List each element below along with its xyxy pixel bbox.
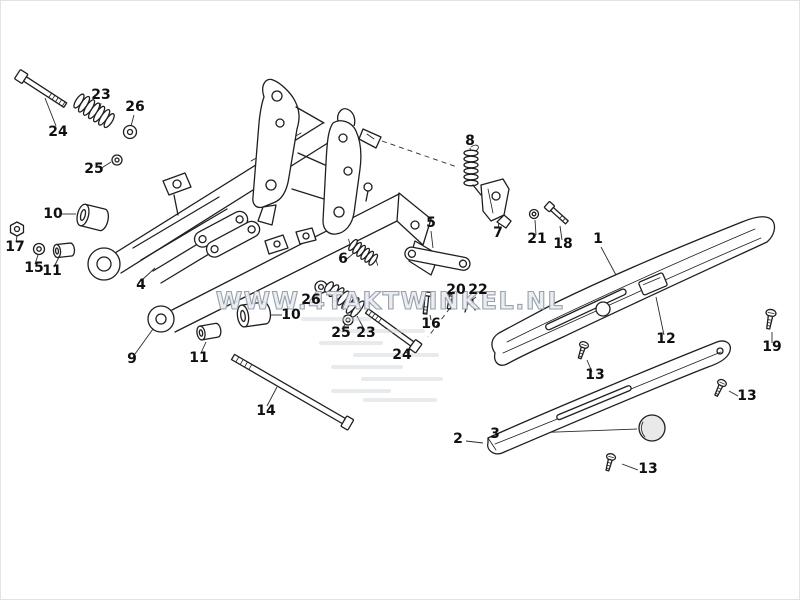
part-label-26: 26 — [125, 99, 144, 115]
faded-background-text — [301, 317, 443, 402]
part-label-2: 2 — [453, 431, 463, 447]
spring-6 — [348, 238, 379, 266]
part-label-16: 16 — [421, 316, 440, 332]
part-label-12: 12 — [656, 331, 675, 347]
mount-plate-right — [322, 108, 362, 235]
stud — [363, 182, 373, 202]
pin-20 — [446, 293, 455, 310]
guard-emblem-12 — [638, 272, 668, 296]
guard-mount-bracket-a — [264, 234, 289, 255]
part-label-17: 17 — [5, 239, 24, 255]
part-label-1: 1 — [593, 231, 603, 247]
bolt-16 — [422, 291, 432, 315]
clip-22 — [464, 297, 476, 313]
cross-brace-plate-2 — [205, 220, 261, 258]
screw-19 — [765, 308, 777, 330]
part-label-10: 10 — [43, 206, 63, 222]
screw-13-b — [714, 378, 727, 397]
washer-25-left — [111, 154, 123, 166]
guard-bracket-7 — [480, 178, 512, 229]
part-label-11-2: 11 — [189, 350, 208, 366]
bolt-18 — [543, 201, 569, 225]
part-label-24-2: 24 — [392, 347, 412, 363]
chain-guard-lower — [487, 340, 731, 455]
part-label-22: 22 — [468, 282, 487, 298]
collar-10-left — [76, 203, 109, 232]
footpeg-bolt-left — [14, 69, 68, 108]
chain-guide-bracket — [162, 172, 192, 216]
bushing-11-left — [52, 242, 76, 259]
pivot-boss-left — [87, 247, 121, 281]
footpeg-rubber-left — [73, 93, 115, 129]
spring-8 — [463, 144, 482, 196]
part-label-25: 25 — [84, 161, 103, 177]
part-label-11: 11 — [42, 263, 61, 279]
part-label-15: 15 — [24, 260, 43, 276]
screw-13-a — [577, 341, 590, 360]
collar-10-right — [236, 301, 272, 328]
part-label-13-2: 13 — [737, 388, 756, 404]
washer-25-center — [342, 314, 354, 326]
part-label-19: 19 — [762, 339, 781, 355]
part-label-10-2: 10 — [281, 307, 301, 323]
guard-clip — [358, 128, 382, 149]
guard-hole — [595, 301, 611, 317]
part-label-7: 7 — [493, 225, 503, 241]
mount-plate-left — [252, 78, 300, 226]
pivot-boss-lower — [147, 305, 175, 333]
dashed-reference-lines — [381, 140, 458, 338]
washer-21 — [528, 208, 540, 220]
part-label-23: 23 — [91, 87, 110, 103]
swingarm-assembly — [87, 78, 440, 333]
part-label-24: 24 — [48, 124, 68, 140]
part-label-25-2: 25 — [331, 325, 350, 341]
part-label-20: 20 — [446, 282, 466, 298]
part-label-13-3: 13 — [638, 461, 657, 477]
guard-slot — [545, 288, 627, 331]
footpeg-rubber-center — [323, 281, 365, 318]
part-label-14: 14 — [256, 403, 276, 419]
guard-cap-3 — [638, 414, 666, 442]
part-label-23-2: 23 — [356, 325, 375, 341]
washer-26-left — [122, 124, 138, 140]
part-label-8: 8 — [465, 133, 475, 149]
part-label-4: 4 — [136, 277, 146, 293]
part-label-21: 21 — [527, 231, 546, 247]
bolt-24-center — [364, 308, 423, 354]
pivot-nut-17 — [9, 221, 25, 237]
guard-mount-bracket-b — [295, 227, 317, 245]
part-label-3: 3 — [490, 426, 500, 442]
bushing-11-right — [196, 322, 222, 341]
part-label-13: 13 — [585, 367, 604, 383]
part-number-labels: 24 23 26 25 10 17 15 11 4 9 11 10 14 5 6… — [5, 87, 781, 477]
chain-guard-upper — [491, 216, 776, 366]
washer-15 — [32, 242, 46, 256]
pivot-bolt-14 — [230, 353, 355, 431]
part-label-18: 18 — [553, 236, 572, 252]
part-label-5: 5 — [426, 215, 436, 231]
watermark-text: WWW.4TAKTWINKEL.NL — [216, 287, 565, 315]
screw-13-c — [605, 453, 617, 472]
part-label-26-2: 26 — [301, 292, 320, 308]
part-label-6: 6 — [338, 251, 348, 267]
link-arm-5 — [404, 246, 471, 271]
part-label-9: 9 — [127, 351, 137, 367]
